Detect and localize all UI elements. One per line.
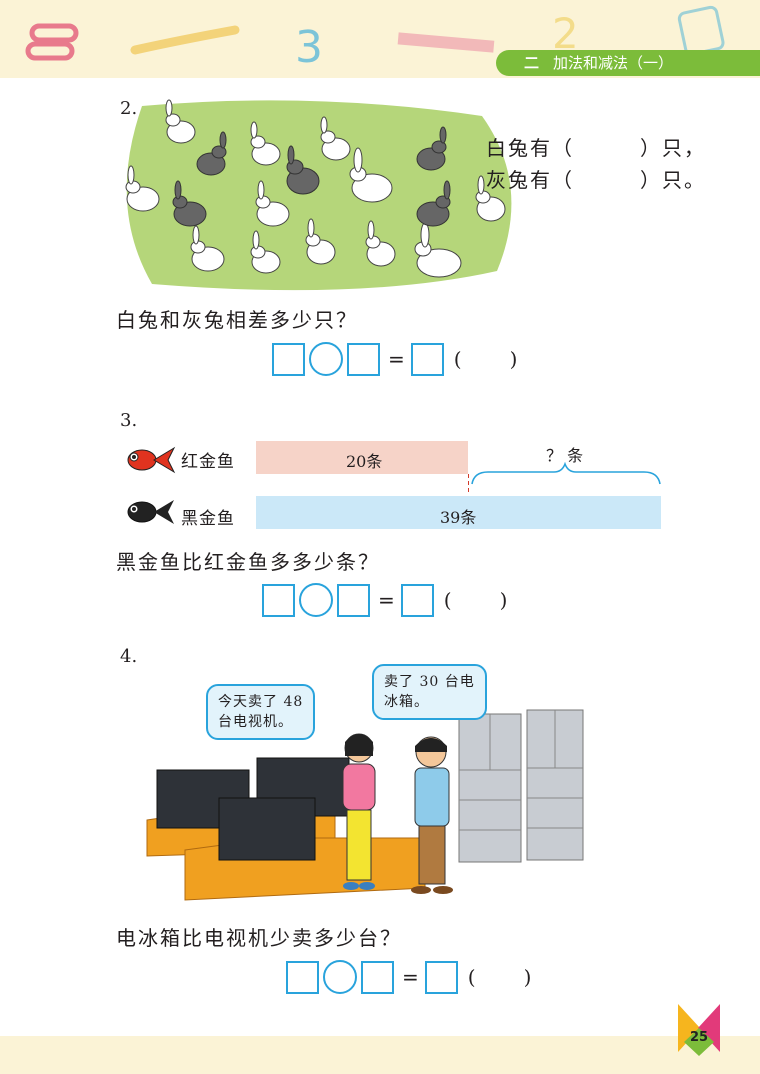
white-rabbit-icon [349,147,393,203]
unit-paren-open: ( [443,588,452,612]
operator-circle[interactable] [299,583,333,617]
white-rabbit-icon [255,180,290,227]
gray-rabbit-icon [416,180,451,227]
red-fish-label: 红金鱼 [181,452,235,472]
result-box[interactable] [424,960,458,994]
ruler-icon [397,32,495,53]
white-rabbit-icon [475,175,506,222]
page-number: 25 [689,1030,709,1045]
white-rabbit-icon [320,116,351,161]
unit-paren-close: ) [523,965,532,989]
unit-paren-close: ) [499,588,508,612]
question-4-number: 4. [120,646,138,667]
unit-paren-open: ( [453,347,462,371]
boy-speech-line-2: 冰箱。 [384,694,429,710]
chapter-number: 二 [524,54,540,72]
girl-speech-line-1: 今天卖了 48 [218,694,304,710]
white-rabbit-icon [250,121,281,166]
question-2-prompt: 白兔和灰兔相差多少只？ [116,308,358,332]
black-fish-bar [256,496,661,529]
question-2-equation: = () [272,342,517,376]
television-icon [156,757,350,861]
result-box[interactable] [400,583,434,617]
gray-rabbit-icon [172,180,207,227]
eraser-icon [25,23,79,61]
girl-speech-line-2: 台电视机。 [218,714,293,730]
page-corner-badge-icon [678,1004,720,1056]
chapter-title: 加法和减法（一） [553,54,674,72]
gray-rabbit-count-line: 灰兔有（ ）只。 [486,168,706,192]
page-footer [0,1036,760,1074]
answer-box[interactable] [361,960,394,994]
chapter-banner: 二加法和减法（一） [496,50,760,76]
answer-box[interactable] [286,960,319,994]
question-3-equation: = () [262,583,507,617]
header-decoration: 3 2 [25,5,725,73]
white-rabbit-icon [305,218,336,265]
crayon-icon [130,25,240,55]
question-4-prompt: 电冰箱比电视机少卖多少台？ [116,926,402,950]
red-fish-bar [256,441,468,474]
question-4-equation: = () [286,960,531,994]
unit-paren-close: ) [509,347,518,371]
equals-sign: = [388,347,405,371]
operator-circle[interactable] [309,342,343,376]
girl-salesperson-icon [342,733,376,890]
answer-box[interactable] [272,342,305,376]
red-goldfish-icon [127,446,176,474]
white-rabbit-icon [414,222,462,278]
number-two-icon: 2 [552,9,579,58]
equals-sign: = [378,588,395,612]
equals-sign: = [402,965,419,989]
store-scene-illustration [146,709,584,901]
white-rabbit-count-line: 白兔有（ ）只， [486,136,706,160]
white-rabbit-icon [365,220,396,267]
rabbit-meadow-illustration [125,99,512,291]
operator-circle[interactable] [323,960,357,994]
black-goldfish-icon [127,500,174,524]
black-fish-label: 黑金鱼 [181,509,235,529]
boy-salesperson-icon [411,736,453,894]
white-rabbit-icon [250,230,281,274]
gray-rabbit-icon [196,131,227,176]
difference-brace [468,462,661,492]
result-box[interactable] [410,342,444,376]
calculator-icon [677,5,725,56]
gray-rabbit-icon [416,126,447,171]
question-3-prompt: 黑金鱼比红金鱼多多少条？ [116,550,380,574]
gray-rabbit-icon [286,145,320,195]
page-header: 3 2 二加法和减法（一） [0,0,760,78]
girl-speech-bubble: 今天卖了 48 台电视机。 [206,684,316,740]
white-rabbit-icon [190,225,225,272]
question-2-number: 2. [120,98,138,119]
refrigerator-icon [458,709,584,863]
red-bar-value: 20条 [346,452,383,471]
answer-box[interactable] [337,583,370,617]
answer-box[interactable] [347,342,380,376]
unknown-difference-label: ？ 条 [546,446,584,465]
number-three-icon: 3 [295,22,323,73]
boy-speech-bubble: 卖了 30 台电 冰箱。 [372,664,487,720]
white-rabbit-icon [165,99,196,144]
unit-paren-open: ( [467,965,476,989]
answer-box[interactable] [262,583,295,617]
blue-bar-value: 39条 [440,508,477,527]
boy-speech-line-1: 卖了 30 台电 [384,674,475,690]
white-rabbit-icon [125,165,160,212]
question-3-number: 3. [120,410,138,431]
